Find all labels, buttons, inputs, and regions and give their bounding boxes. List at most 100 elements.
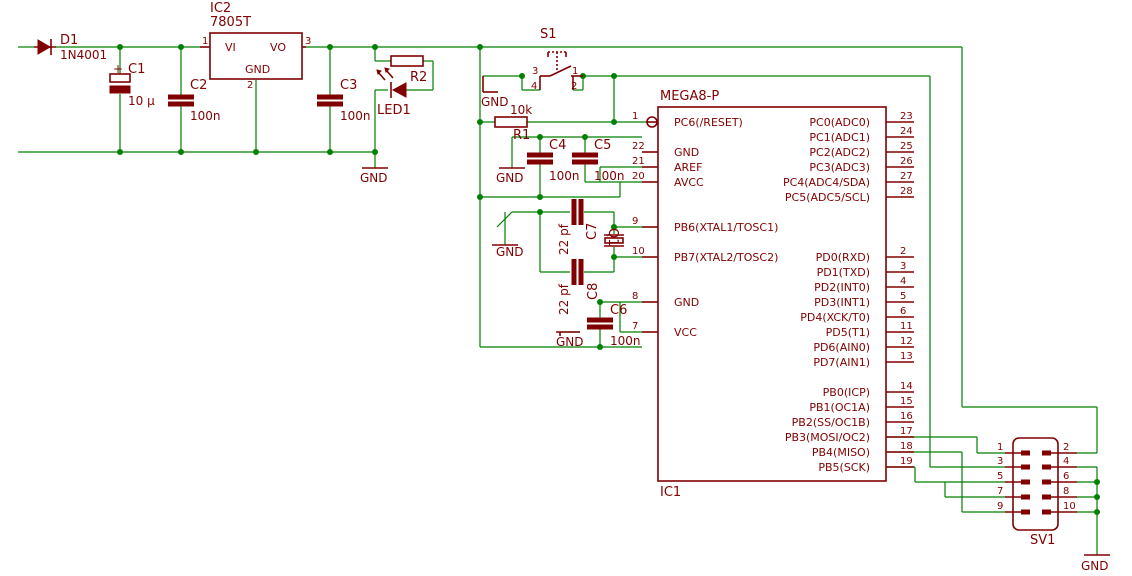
ic1-pin-num: 24 [900,126,913,137]
r1-resistor[interactable]: 10k R1 [494,103,532,143]
c3-value: 100n [340,109,371,123]
ic1-pin-num: 19 [900,456,913,467]
c5-name: C5 [594,138,611,153]
c1-plus: + [113,62,123,76]
c5-value: 100n [594,169,625,183]
led1-diode[interactable]: LED1 [376,67,411,118]
c7-capacitor[interactable]: 22 pf C7 [557,199,600,255]
ic1-pin-label: PD3(INT1) [814,296,870,309]
ic1-pin-label: PC5(ADC5/SCL) [785,191,870,204]
junctions [117,44,1100,515]
gnd-symbol: GND [360,167,388,185]
r1-name: R1 [513,128,530,143]
q1-name: Q1 [605,228,620,247]
ic1-pin-num: 22 [632,141,645,152]
c7-value: 22 pf [557,223,571,255]
c5-capacitor[interactable]: C5 100n [572,138,625,183]
ic1-pin-num: 5 [900,291,906,302]
ic1-pin-num: 26 [900,156,913,167]
ic2-pin-vi: VI [225,41,236,54]
sv1-pin-num: 8 [1063,486,1069,497]
ic1-pin-num: 21 [632,156,645,167]
c6-capacitor[interactable]: C6 100n [587,303,641,348]
r2-name: R2 [410,70,427,85]
c6-value: 100n [610,334,641,348]
ic1-pin-label: PC2(ADC2) [809,146,870,159]
ic1-pin-num: 12 [900,336,913,347]
ic1-pin-label: PB1(OC1A) [809,401,870,414]
ic1-pin-label: PC3(ADC3) [809,161,870,174]
sv1-pin-num: 7 [997,486,1003,497]
ic1-pin-label: PC6(/RESET) [674,116,743,129]
s1-pin1-num: 1 [572,66,578,77]
ic1-pin-num: 10 [632,246,645,257]
ic1-pin-num: 28 [900,186,913,197]
c8-capacitor[interactable]: 22 pf C8 [557,259,601,315]
ic2-pin1-num: 1 [202,36,208,47]
ic1-pin-label: PD7(AIN1) [813,356,870,369]
s1-pin4-num: 4 [531,81,537,92]
ic1-pin-num: 15 [900,396,913,407]
c4-value: 100n [549,169,580,183]
gnd-symbol: GND [492,244,524,259]
ic1-pin-num: 6 [900,306,906,317]
ic2-value: 7805T [210,15,251,30]
ic2-pin2-num: 2 [247,80,253,91]
ic1-name: IC1 [660,485,681,500]
c4-capacitor[interactable]: C4 100n [527,138,580,183]
ic1-pin-label: VCC [674,326,697,339]
ic1-pin-label: PC1(ADC1) [809,131,870,144]
ic1-pin-label: PB7(XTAL2/TOSC2) [674,251,778,264]
ic1-pin-num: 27 [900,171,913,182]
led1-name: LED1 [377,103,411,118]
gnd-label: GND [556,335,584,349]
ic2-pin3-num: 3 [305,36,311,47]
gnd-label: GND [360,171,388,185]
c8-name: C8 [586,283,601,300]
ic1-value: MEGA8-P [660,89,719,104]
ic1-pin-label: PB3(MOSI/OC2) [785,431,870,444]
ic1-pin-num: 23 [900,111,913,122]
s1-switch[interactable]: S1 3 4 1 2 [531,27,583,92]
ic1-pin-label: PD1(TXD) [817,266,870,279]
sv1-pin-num: 9 [997,501,1003,512]
ic1-pin-label: AVCC [674,176,704,189]
gnd-symbol: GND [1081,554,1110,573]
r1-value: 10k [510,103,532,117]
ic2-pin-gnd: GND [245,63,270,76]
r2-resistor[interactable]: R2 [390,55,427,85]
ic1-pin-num: 16 [900,411,913,422]
gnd-label: GND [1081,559,1109,573]
c1-value: 10 µ [128,94,155,108]
ic1-pin-num: 14 [900,381,913,392]
gnd-symbol: GND [496,167,525,185]
ic1-pin-num: 2 [900,246,906,257]
gnd-symbols: GND GND GND GND GND GND [360,76,1110,573]
s1-name: S1 [540,27,557,42]
ic1-pin-num: 4 [900,276,906,287]
c3-capacitor[interactable]: C3 100n [317,78,371,123]
wires [18,46,1098,555]
ic1-pin-label: PB4(MISO) [812,446,870,459]
ic1-pin-num: 9 [632,216,638,227]
d1-diode[interactable]: D1 1N4001 [34,33,107,62]
sv1-pin-num: 4 [1063,456,1069,467]
sv1-pin-num: 5 [997,471,1003,482]
gnd-symbol: GND [556,331,584,349]
ic1-pin-num: 8 [632,291,638,302]
ic1-pin-label: GND [674,296,699,309]
ic1-pin-label: AREF [674,161,702,174]
sv1-pin-num: 3 [997,456,1003,467]
ic2-regulator[interactable]: IC2 7805T VI VO GND 1 2 3 [200,1,311,91]
q1-crystal[interactable]: Q1 [604,228,624,247]
c8-value: 22 pf [557,283,571,315]
c2-capacitor[interactable]: C2 100n [168,78,221,123]
c1-capacitor[interactable]: + C1 10 µ [109,62,155,108]
sv1-pin-num: 10 [1063,501,1076,512]
c3-name: C3 [340,78,357,93]
